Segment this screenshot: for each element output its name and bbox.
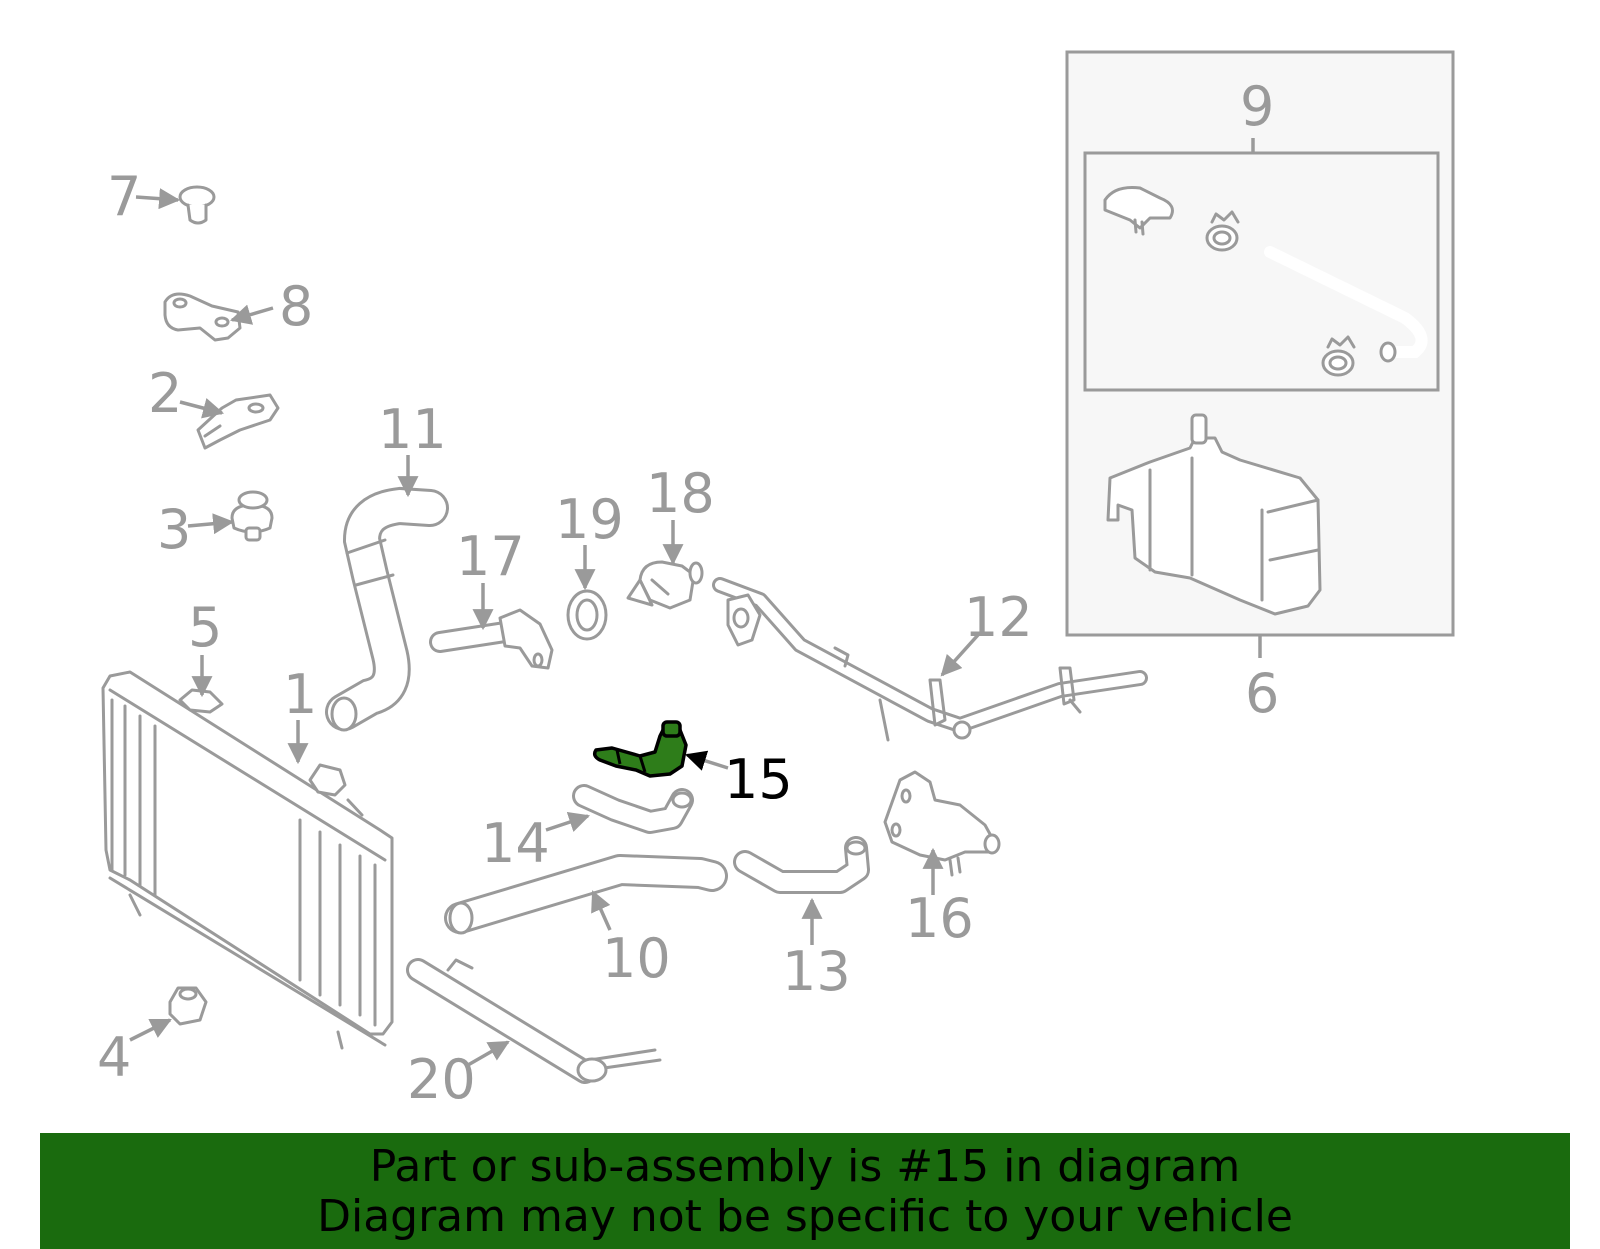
info-banner: Part or sub-assembly is #15 in diagram D… [40,1133,1570,1249]
callout-10: 10 [602,927,671,990]
part-15-water-hose-highlighted [592,720,688,778]
callout-7: 7 [107,165,141,228]
part-8-bracket [163,292,242,342]
coolant-reservoir-part [1106,413,1322,616]
callout-5: 5 [188,596,222,659]
part-12-water-bypass-pipe [712,577,1148,742]
part-10-lower-radiator-hose [444,854,728,935]
part-13-water-hose [733,836,870,894]
callout-19: 19 [555,488,624,551]
callout-1: 1 [283,663,317,726]
callout-4: 4 [97,1026,131,1089]
callout-9: 9 [1240,75,1274,138]
parts-diagram: 7 8 2 3 4 5 1 11 17 19 18 12 15 14 10 13… [97,50,1455,1111]
callout-16: 16 [905,887,974,950]
banner-line-disclaimer: Diagram may not be specific to your vehi… [317,1191,1293,1242]
part-14-water-hose [572,784,694,834]
part-17-water-outlet [429,608,554,670]
part-16-water-inlet [883,770,1001,877]
part-2-bracket [196,393,280,450]
part-3-cushion [230,490,274,542]
upper-radiator-hose-part [325,486,449,732]
radiator-part [101,670,394,1050]
reservoir-cap-part [1103,186,1174,236]
banner-line-part-number: Part or sub-assembly is #15 in diagram [369,1141,1241,1192]
hose-clamp-upper-part [1205,210,1240,252]
hose-clamp-lower-part [1321,335,1356,377]
callout-3: 3 [157,498,191,561]
overflow-hose-part [1264,246,1428,363]
callout-15: 15 [724,748,793,811]
part-20-pipe [406,958,662,1084]
callout-14: 14 [481,812,550,875]
callout-12: 12 [964,586,1033,649]
callout-13: 13 [782,940,851,1003]
leader-lines [129,188,980,1067]
part-7-clip [178,185,216,225]
callout-2: 2 [148,362,182,425]
callout-labels: 7 8 2 3 4 5 1 11 17 19 18 12 15 14 10 13… [97,75,1279,1111]
part-19-gasket [566,589,608,641]
callout-18: 18 [646,462,715,525]
callout-6: 6 [1245,662,1279,725]
callout-11: 11 [378,398,447,461]
part-4-cushion [168,986,208,1026]
part-18-thermostat [626,560,704,610]
callout-17: 17 [456,525,525,588]
callout-8: 8 [279,275,313,338]
callout-20: 20 [407,1048,476,1111]
